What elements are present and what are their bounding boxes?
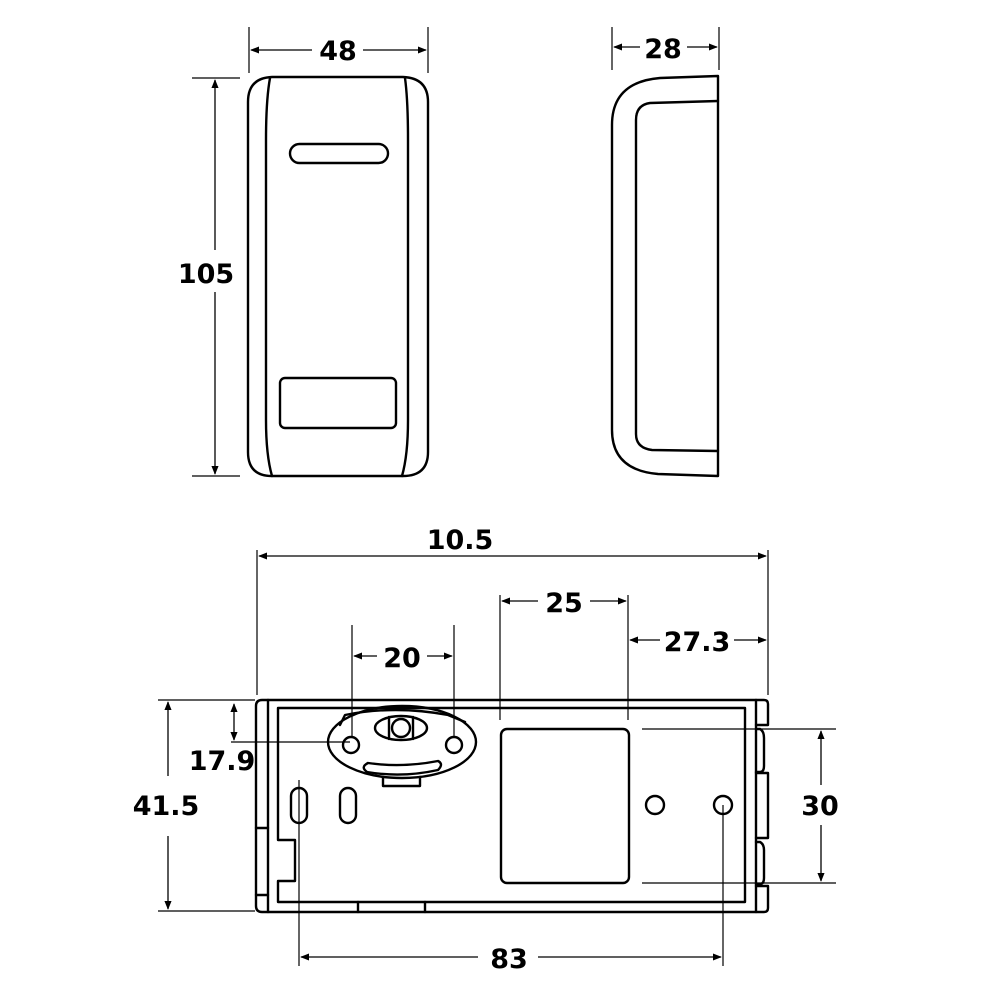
side-inner-profile [634, 99, 720, 453]
center-boss [390, 717, 412, 739]
front-height-label: 105 [178, 259, 234, 290]
mount-plate-top-lugs [338, 708, 467, 727]
right-offset-label: 27.3 [664, 627, 731, 658]
led-slot [288, 142, 390, 165]
hole-offset-label: 17.9 [189, 746, 256, 777]
right-clip-tab [754, 698, 770, 727]
front-view: 48 105 [178, 27, 430, 478]
side-outer-profile [610, 74, 720, 478]
front-width-label: 48 [319, 36, 357, 67]
rear-outer-frame [254, 698, 758, 914]
mount-hole-right [444, 735, 464, 755]
display-window [278, 376, 398, 430]
clip-span-label: 30 [801, 791, 839, 822]
mount-plate-slot [362, 759, 443, 776]
front-right-bevel [400, 76, 410, 478]
cable-slot [338, 786, 358, 825]
rear-view: 10.5 25 27.3 20 17.9 41.5 30 [133, 525, 839, 975]
front-left-bevel [264, 76, 274, 478]
rear-inner-frame [276, 706, 747, 904]
hole-spacing-label: 20 [383, 643, 421, 674]
rear-height-label: 41.5 [133, 791, 200, 822]
right-clip-tab [754, 727, 766, 774]
window-width-label: 25 [545, 588, 583, 619]
right-clip-tab [754, 884, 770, 914]
center-eye [373, 714, 429, 742]
screw-hole [644, 794, 666, 816]
right-clip-tab [754, 771, 770, 840]
side-view: 28 [610, 27, 720, 478]
bottom-span-label: 83 [490, 944, 528, 975]
front-housing-outline [246, 75, 430, 478]
overall-width-label: 10.5 [427, 525, 494, 556]
mount-plate-tab [381, 775, 422, 788]
side-depth-label: 28 [644, 34, 682, 65]
right-clip-tab [754, 840, 766, 886]
rear-window [499, 727, 631, 885]
mount-hole-left [341, 735, 361, 755]
